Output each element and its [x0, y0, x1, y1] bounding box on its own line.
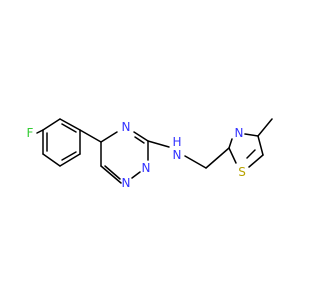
- triazine-nitrogen-lower-left-label: N: [122, 176, 131, 190]
- bond: [42, 118, 61, 131]
- bond: [228, 147, 237, 164]
- bond: [248, 154, 264, 168]
- bond: [61, 151, 77, 161]
- bond: [246, 149, 256, 159]
- triazine-nitrogen-lower-right-label: N: [142, 161, 151, 175]
- amine-nitrogen-label: N: [173, 148, 182, 162]
- bond: [100, 131, 118, 143]
- bond: [131, 171, 141, 179]
- bond: [61, 123, 77, 133]
- fluorine-label: F: [27, 126, 34, 140]
- bond: [228, 138, 233, 149]
- thiazole-sulfur-label: S: [238, 165, 246, 179]
- thiazole-nitrogen-label: N: [235, 126, 244, 140]
- bond: [134, 136, 145, 144]
- bond: [59, 118, 81, 131]
- bond: [79, 129, 102, 143]
- bond: [257, 135, 264, 156]
- bond: [205, 147, 230, 169]
- triazine-nitrogen-upper-label: N: [122, 120, 131, 134]
- bond: [147, 140, 170, 148]
- molecule-structure: F N N N N H N S: [27, 118, 273, 190]
- atom-labels: F N N N N H N S: [27, 120, 246, 190]
- bond: [133, 131, 149, 142]
- bond: [42, 153, 61, 167]
- bond: [244, 133, 259, 137]
- bond: [36, 129, 44, 134]
- bonds: [36, 118, 273, 184]
- amine-hydrogen-label: H: [172, 135, 181, 149]
- bond: [104, 165, 121, 180]
- bond: [100, 165, 122, 184]
- bond: [59, 153, 81, 167]
- bond: [257, 118, 273, 137]
- bond: [184, 155, 207, 169]
